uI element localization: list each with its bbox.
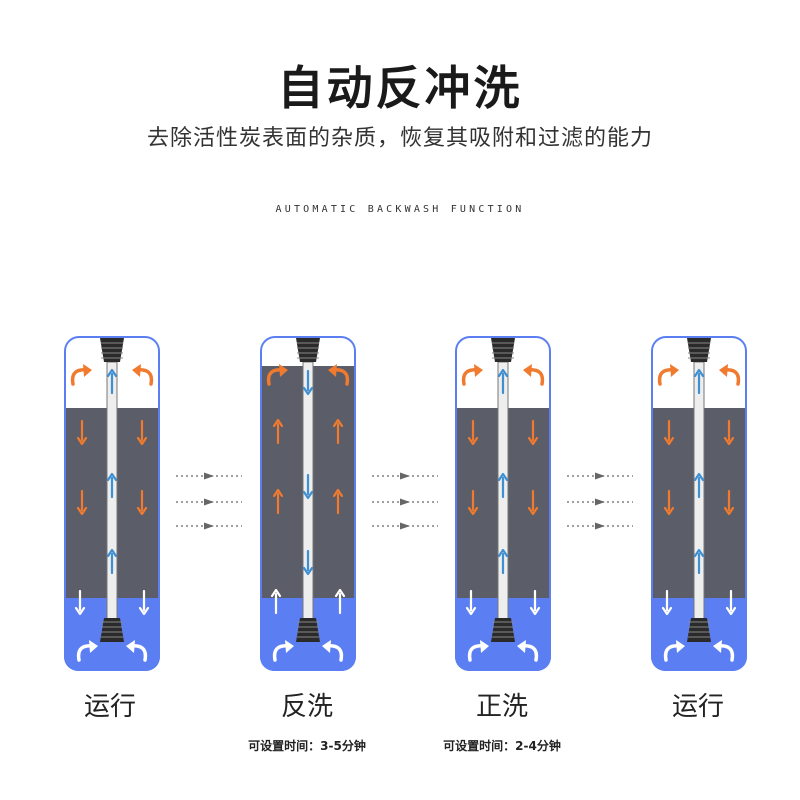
top-swirl-arrow-head	[719, 364, 728, 377]
center-flow-arrow-head	[106, 472, 118, 482]
carbon-flow-arrow-head	[467, 506, 479, 516]
tank-outline	[260, 336, 356, 671]
connector-arrowhead	[204, 498, 214, 506]
bottom-swirl-arrow-head	[89, 640, 98, 653]
bottom-distributor	[100, 618, 124, 642]
connector-arrowhead	[204, 472, 214, 480]
water-flow-arrow-head	[138, 606, 150, 616]
carbon-flow-arrow-head	[136, 436, 148, 446]
bottom-swirl-arrow-head	[517, 640, 526, 653]
bottom-swirl-arrow-head	[676, 640, 685, 653]
carbon-flow-arrow-head	[272, 418, 284, 428]
bottom-distributor-body	[100, 618, 124, 642]
bottom-distributor	[491, 618, 515, 642]
top-distributor-body	[491, 338, 515, 362]
bottom-swirl-arrow-head	[126, 640, 135, 653]
carbon-flow-arrow-head	[272, 488, 284, 498]
tank-outline	[64, 336, 160, 671]
top-distributor-body	[687, 338, 711, 362]
bottom-distributor-body	[687, 618, 711, 642]
english-caption: AUTOMATIC BACKWASH FUNCTION	[275, 204, 525, 215]
top-swirl-arrow-head	[523, 364, 532, 377]
bottom-swirl-arrow-head	[285, 640, 294, 653]
page-title: 自动反冲洗	[277, 61, 523, 115]
top-distributor-body	[296, 338, 320, 362]
center-flow-arrow-head	[106, 548, 118, 558]
connector-arrowhead	[204, 522, 214, 530]
water-flow-arrow-head	[270, 588, 282, 598]
tank-rinse	[455, 336, 551, 671]
carbon-flow-arrow-head	[332, 488, 344, 498]
tank-backwash	[260, 336, 356, 671]
top-swirl-arrow-head	[474, 364, 483, 377]
carbon-flow-arrow-head	[332, 418, 344, 428]
center-flow-arrow-head	[497, 548, 509, 558]
top-distributor	[100, 338, 124, 362]
center-flow-arrow-head	[302, 386, 314, 396]
page-subtitle: 去除活性炭表面的杂质，恢复其吸附和过滤的能力	[146, 126, 653, 151]
bottom-distributor	[296, 618, 320, 642]
stage-label-backwash: 反洗	[280, 692, 333, 722]
carbon-flow-arrow-head	[76, 436, 88, 446]
rinse-time-note: 可设置时间：2-4分钟	[443, 739, 561, 753]
tank-outline	[455, 336, 551, 671]
tank-run2	[651, 336, 747, 671]
water-flow-arrow-head	[725, 606, 737, 616]
center-flow-arrow-head	[497, 472, 509, 482]
carbon-flow-arrow-head	[467, 436, 479, 446]
connector-arrowhead	[595, 498, 605, 506]
stage-label-run-final: 运行	[671, 692, 724, 722]
backwash-process-diagram	[64, 336, 747, 671]
top-distributor	[296, 338, 320, 362]
connector-arrowhead	[595, 522, 605, 530]
stage-label-run: 运行	[83, 692, 136, 722]
center-flow-arrow-head	[693, 472, 705, 482]
connector-arrowhead	[400, 498, 410, 506]
connector-arrowhead	[595, 472, 605, 480]
top-swirl-arrow-head	[328, 364, 337, 377]
carbon-flow-arrow-head	[527, 506, 539, 516]
center-flow-arrow-head	[693, 548, 705, 558]
water-flow-arrow-head	[465, 606, 477, 616]
carbon-flow-arrow-head	[663, 436, 675, 446]
carbon-flow-arrow-head	[723, 436, 735, 446]
connector-arrowhead	[400, 522, 410, 530]
water-flow-arrow-head	[334, 588, 346, 598]
water-flow-arrow-head	[661, 606, 673, 616]
center-flow-arrow-head	[302, 566, 314, 576]
bottom-distributor-body	[296, 618, 320, 642]
tank-outline	[651, 336, 747, 671]
center-flow-arrow-head	[302, 490, 314, 500]
carbon-flow-arrow-head	[723, 506, 735, 516]
bottom-distributor-body	[491, 618, 515, 642]
center-flow-arrow-head	[497, 368, 509, 378]
carbon-flow-arrow-head	[527, 436, 539, 446]
water-flow-arrow-head	[529, 606, 541, 616]
bottom-swirl-arrow-head	[322, 640, 331, 653]
top-swirl-arrow-head	[83, 364, 92, 377]
stage-label-rinse: 正洗	[475, 692, 528, 722]
top-swirl-arrow-head	[132, 364, 141, 377]
backwash-time-note: 可设置时间：3-5分钟	[248, 739, 366, 753]
top-distributor	[687, 338, 711, 362]
bottom-swirl-arrow-head	[480, 640, 489, 653]
carbon-flow-arrow-head	[136, 506, 148, 516]
carbon-flow-arrow-head	[663, 506, 675, 516]
carbon-flow-arrow-head	[76, 506, 88, 516]
bottom-swirl-arrow-head	[713, 640, 722, 653]
center-flow-arrow-head	[693, 368, 705, 378]
bottom-distributor	[687, 618, 711, 642]
top-distributor-body	[100, 338, 124, 362]
connector-arrowhead	[400, 472, 410, 480]
tank-run	[64, 336, 160, 671]
water-flow-arrow-head	[74, 606, 86, 616]
center-flow-arrow-head	[106, 368, 118, 378]
top-swirl-arrow-head	[670, 364, 679, 377]
top-swirl-arrow-head	[279, 364, 288, 377]
top-distributor	[491, 338, 515, 362]
